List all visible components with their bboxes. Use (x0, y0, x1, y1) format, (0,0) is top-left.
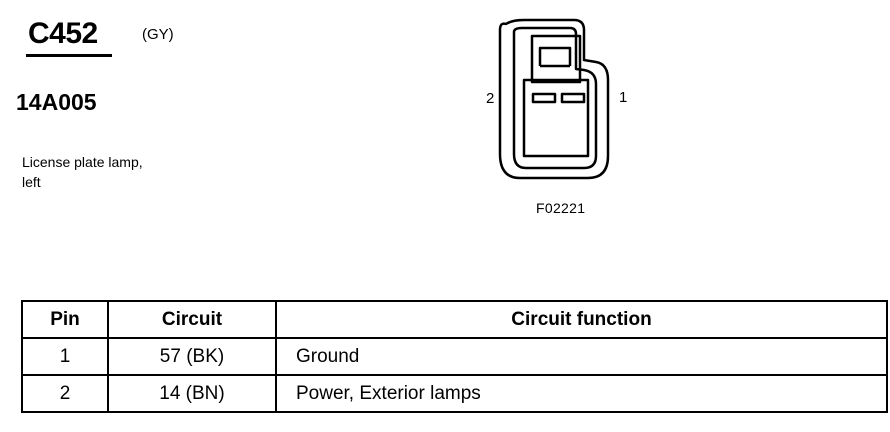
housing-outer-outline (498, 18, 610, 180)
connector-id: C452 (28, 17, 98, 50)
pin-1-cavity (560, 92, 586, 104)
component-description-line-1: License plate lamp, (22, 154, 143, 170)
connector-id-underline (26, 54, 112, 57)
header-circuit: Circuit (107, 300, 277, 339)
housing-inner-outline (512, 26, 598, 170)
connector-color: (GY) (142, 26, 174, 43)
header-circuit-function: Circuit function (275, 300, 888, 339)
part-number: 14A005 (16, 89, 97, 115)
component-description-line-2: left (22, 174, 41, 190)
figure-label: F02221 (536, 200, 586, 216)
cell-function: Power, Exterior lamps (275, 374, 888, 413)
header-pin: Pin (21, 300, 109, 339)
cell-circuit: 14 (BN) (107, 374, 277, 413)
pin-label-2: 2 (486, 90, 495, 107)
table-row: 2 14 (BN) Power, Exterior lamps (21, 374, 888, 413)
cell-pin: 1 (21, 337, 109, 376)
lock-tab-notch (538, 46, 572, 68)
pin-2-cavity (531, 92, 557, 104)
pin-table: Pin Circuit Circuit function 1 57 (BK) G… (21, 300, 888, 413)
lock-tab (530, 34, 582, 84)
terminal-body (522, 78, 590, 158)
component-description: License plate lamp, left (22, 152, 202, 192)
connector-face-diagram (498, 18, 610, 180)
table-header-row: Pin Circuit Circuit function (21, 300, 888, 339)
cell-pin: 2 (21, 374, 109, 413)
pin-label-1: 1 (619, 89, 628, 106)
cell-circuit: 57 (BK) (107, 337, 277, 376)
table-row: 1 57 (BK) Ground (21, 337, 888, 376)
cell-function: Ground (275, 337, 888, 376)
